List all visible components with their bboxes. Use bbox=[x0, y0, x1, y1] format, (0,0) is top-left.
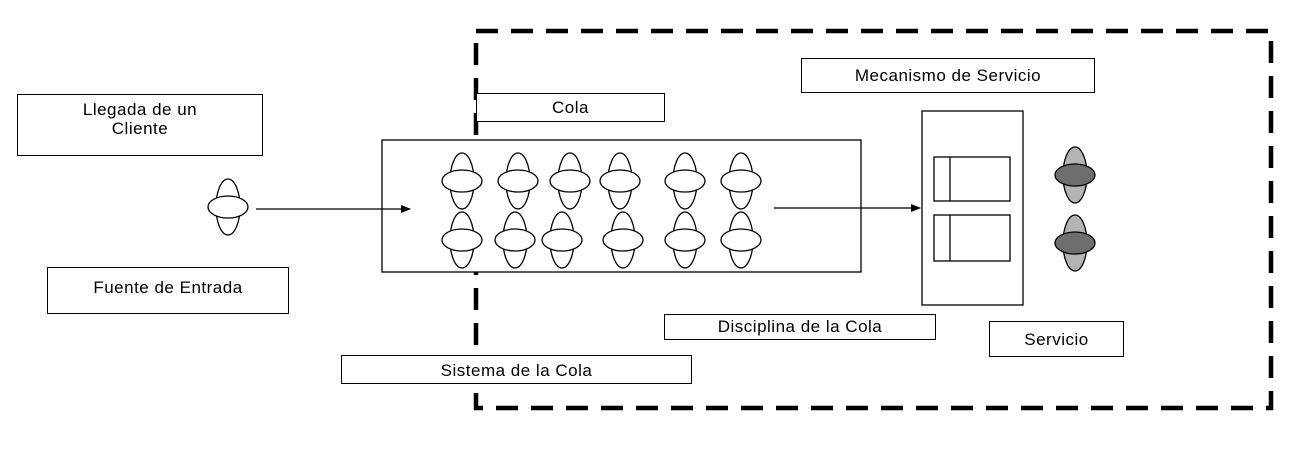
queue-customer bbox=[497, 152, 539, 210]
queue-customer bbox=[541, 211, 583, 269]
server-2 bbox=[933, 214, 1011, 262]
service-mechanism-label: Mecanismo de Servicio bbox=[801, 58, 1095, 93]
queue-discipline-label: Disciplina de la Cola bbox=[664, 314, 936, 340]
server-1 bbox=[933, 156, 1011, 202]
queue-customer bbox=[602, 211, 644, 269]
queue-system-label: Sistema de la Cola bbox=[341, 355, 692, 384]
queue-customer bbox=[441, 211, 483, 269]
queue-customer bbox=[664, 152, 706, 210]
input-source-label: Fuente de Entrada bbox=[47, 267, 289, 314]
queue-label: Cola bbox=[476, 93, 665, 122]
queue-customer bbox=[549, 152, 591, 210]
customers-layer bbox=[207, 146, 1096, 272]
queue-customer bbox=[664, 211, 706, 269]
service-mechanism-box bbox=[921, 110, 1024, 306]
arriving-customer bbox=[207, 178, 249, 236]
arrival-label-line-1: Llegada de un bbox=[82, 100, 198, 119]
queue-customer bbox=[599, 152, 641, 210]
served-customer bbox=[1054, 214, 1096, 272]
queue-customer bbox=[441, 152, 483, 210]
queue-customer bbox=[494, 211, 536, 269]
queue-customer bbox=[720, 152, 762, 210]
arrival-label: Llegada de un Cliente bbox=[17, 94, 263, 156]
queue-customer bbox=[720, 211, 762, 269]
served-customer bbox=[1054, 146, 1096, 204]
arrival-label-line-2: Cliente bbox=[111, 119, 169, 138]
service-label: Servicio bbox=[989, 321, 1124, 357]
